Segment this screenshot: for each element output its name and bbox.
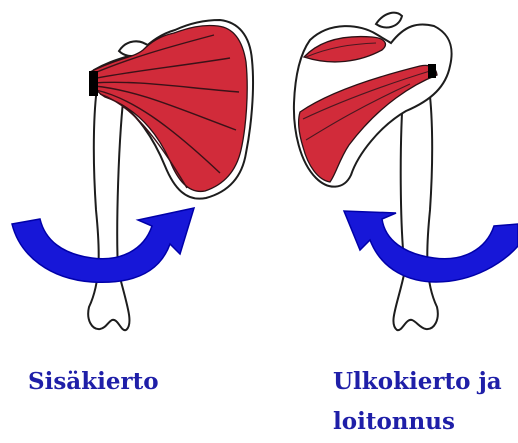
right-humerus [393, 82, 437, 330]
right-insertion-mark [428, 64, 436, 78]
right-acromion [376, 13, 402, 28]
left-shoulder-illustration [88, 20, 253, 330]
left-insertion-mark [89, 71, 98, 96]
left-humerus [88, 82, 129, 330]
internal-rotation-label: Sisäkierto [28, 362, 159, 402]
right-shoulder-illustration [294, 13, 452, 330]
external-rotation-label-line2: loitonnus [333, 402, 502, 442]
curved-arrow-left-icon [344, 211, 518, 282]
external-rotation-label-line1: Ulkokierto ja [333, 362, 502, 402]
external-rotation-label: Ulkokierto ja loitonnus [333, 362, 502, 442]
